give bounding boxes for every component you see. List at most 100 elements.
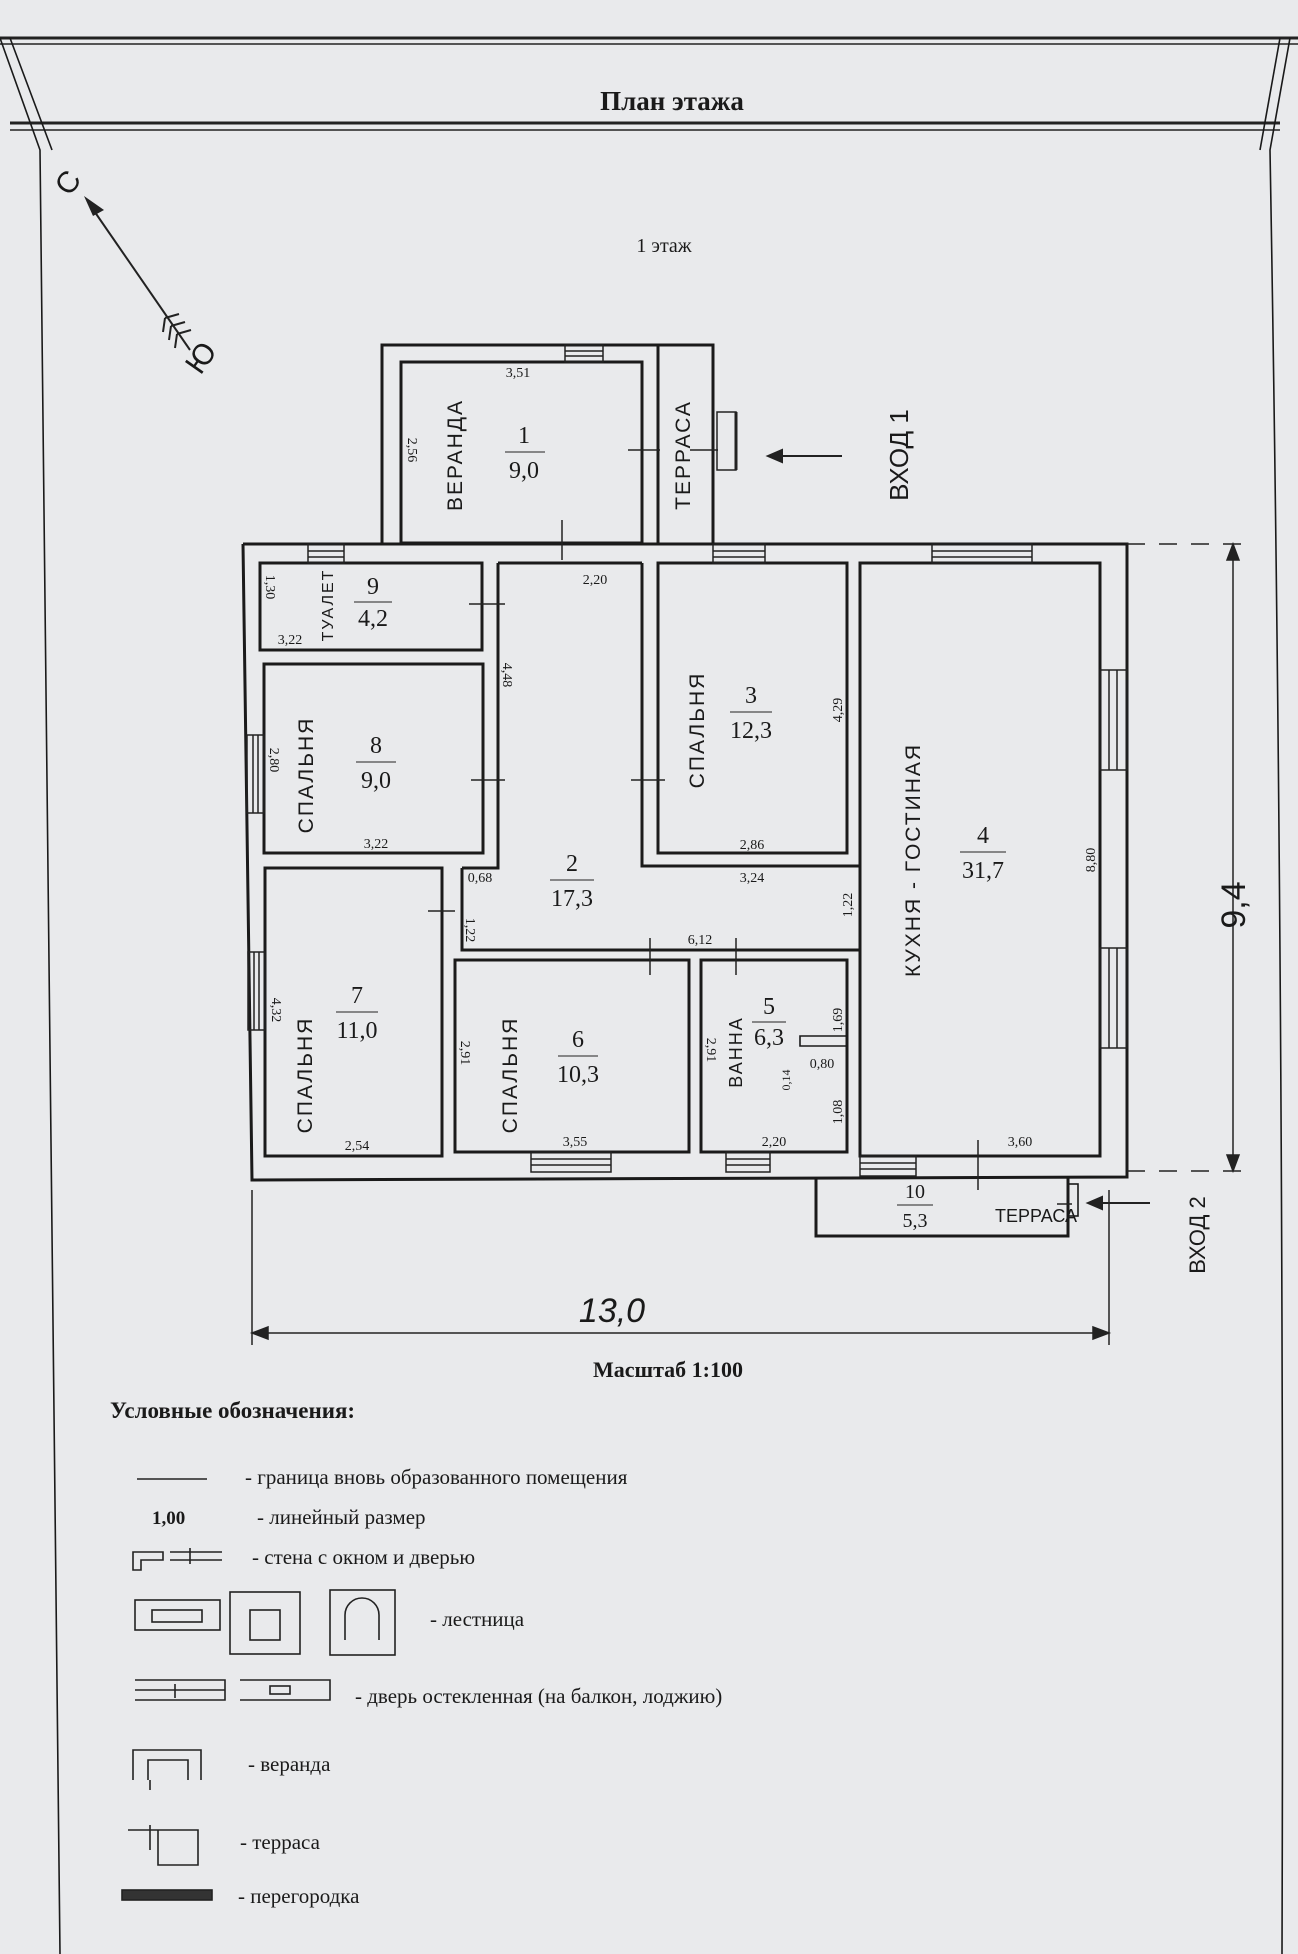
room-name-bedroom-7: СПАЛЬНЯ [294, 1017, 317, 1134]
floor-label: 1 этаж [636, 235, 691, 257]
partition-icon [121, 1889, 213, 1901]
room-1: 19,0 [505, 423, 545, 484]
page-frame [0, 36, 1298, 1954]
staircase-icon [134, 1589, 396, 1656]
dimension-label: 6,12 [688, 933, 713, 948]
overall-depth: 9,4 [1215, 881, 1253, 928]
room-name-bedroom-3: СПАЛЬНЯ [686, 672, 709, 789]
legend-item: - терраса [240, 1830, 320, 1854]
terrace-icon [128, 1825, 199, 1866]
dimension-label: 4,32 [268, 998, 283, 1023]
room-5: 56,3 [752, 994, 786, 1051]
entrance-2-label: ВХОД 2 [1185, 1196, 1210, 1274]
room-area: 5,3 [903, 1210, 928, 1232]
dimension-label: 2,80 [266, 748, 281, 773]
room-2: 217,3 [550, 851, 594, 912]
room-number: 10 [905, 1181, 925, 1203]
room-8: 89,0 [356, 733, 396, 794]
room-7: 711,0 [336, 983, 378, 1044]
overall-width: 13,0 [579, 1292, 645, 1330]
room-area: 31,7 [962, 858, 1004, 884]
overall-dimension-lines [249, 541, 1245, 1345]
compass-north-label: С [49, 165, 88, 202]
room-number: 9 [367, 574, 379, 600]
room-labels: 19,0 217,3 312,3 431,7 56,3 610,3 711,0 … [336, 423, 1006, 1232]
room-name-kitchen-living: КУХНЯ - ГОСТИНАЯ [902, 743, 925, 977]
legend-symbols: 1,00 [121, 1478, 396, 1901]
page-title: План этажа [600, 86, 744, 116]
dimension-label: 1,69 [831, 1008, 846, 1033]
room-area: 17,3 [551, 886, 593, 912]
doors [428, 411, 1072, 1205]
dimension-label: 2,20 [762, 1135, 787, 1150]
dimension-label: 1,08 [831, 1100, 846, 1125]
wall-window-door-icon [132, 1548, 222, 1571]
room-area: 9,0 [509, 458, 539, 484]
dimension-label: 1,22 [841, 893, 856, 918]
entrance-1-label: ВХОД 1 [884, 409, 914, 501]
legend-item: - стена с окном и дверью [252, 1545, 476, 1569]
dimension-label: 4,48 [499, 663, 514, 688]
room-area: 6,3 [754, 1025, 784, 1051]
dimension-label: 0,68 [468, 871, 493, 886]
room-name-terrace-10: ТЕРРАСА [995, 1206, 1077, 1226]
room-area: 11,0 [336, 1018, 377, 1044]
dimension-label: 3,22 [364, 837, 389, 852]
room-name-bedroom-6: СПАЛЬНЯ [499, 1017, 522, 1134]
dimension-label: 0,80 [810, 1057, 835, 1072]
room-area: 10,3 [557, 1062, 599, 1088]
room-9: 94,2 [354, 574, 392, 632]
room-4: 431,7 [960, 823, 1006, 884]
room-name-terrace-top: ТЕРРАСА [672, 400, 695, 510]
room-number: 6 [572, 1027, 584, 1053]
room-number: 5 [763, 994, 775, 1020]
dimension-label: 3,22 [278, 633, 303, 648]
room-name-bath: ВАННА [726, 1016, 746, 1087]
entrance-arrows [765, 448, 1150, 1211]
glazed-door-icon [135, 1679, 331, 1701]
dimension-label: 2,56 [404, 438, 419, 463]
room-number: 8 [370, 733, 382, 759]
north-arrow-icon: С Ю [49, 165, 224, 380]
room-3: 312,3 [730, 683, 772, 744]
dimension-label: 3,51 [506, 366, 531, 381]
room-area: 9,0 [361, 768, 391, 794]
room-area: 12,3 [730, 718, 772, 744]
room-names: ВЕРАНДА ТЕРРАСА СПАЛЬНЯ КУХНЯ - ГОСТИНАЯ… [294, 399, 1077, 1226]
room-number: 2 [566, 851, 578, 877]
sample-dimension: 1,00 [152, 1508, 185, 1529]
dimension-label: 4,29 [831, 698, 846, 723]
room-6: 610,3 [557, 1027, 599, 1088]
legend-item: - линейный размер [257, 1505, 426, 1529]
room-number: 3 [745, 683, 757, 709]
scale-label: Масштаб 1:100 [593, 1357, 743, 1382]
dimension-label: 2,91 [703, 1038, 718, 1063]
dimension-label: 3,55 [563, 1135, 588, 1150]
legend-item: - лестница [430, 1607, 525, 1631]
room-area: 4,2 [358, 606, 388, 632]
dimension-label: 2,20 [583, 573, 608, 588]
dimension-label: 3,60 [1008, 1135, 1033, 1150]
dimension-label: 2,54 [345, 1139, 370, 1154]
windows [246, 344, 1128, 1177]
legend-title: Условные обозначения: [110, 1398, 355, 1423]
room-number: 4 [977, 823, 989, 849]
room-dimensions: 3,51 2,56 2,20 4,48 0,68 1,22 6,12 1,22 … [262, 366, 1099, 1154]
room-name-veranda: ВЕРАНДА [444, 399, 467, 511]
room-number: 7 [351, 983, 363, 1009]
dimension-label: 1,22 [462, 918, 477, 943]
legend-item: - веранда [248, 1752, 331, 1776]
dimension-label: 8,80 [1084, 848, 1099, 873]
dimension-label: 1,30 [262, 575, 277, 600]
veranda-icon [132, 1749, 202, 1790]
dimension-label: 3,24 [740, 871, 765, 886]
legend-item: - перегородка [238, 1884, 360, 1908]
room-10: 105,3 [897, 1181, 933, 1232]
room-name-toilet: ТУАЛЕТ [320, 569, 337, 642]
room-name-bedroom-8: СПАЛЬНЯ [295, 717, 318, 834]
dimension-label: 2,91 [457, 1041, 472, 1066]
room-number: 1 [518, 423, 530, 449]
dimension-label: 0,14 [779, 1070, 793, 1091]
dimension-label: 2,86 [740, 838, 765, 853]
